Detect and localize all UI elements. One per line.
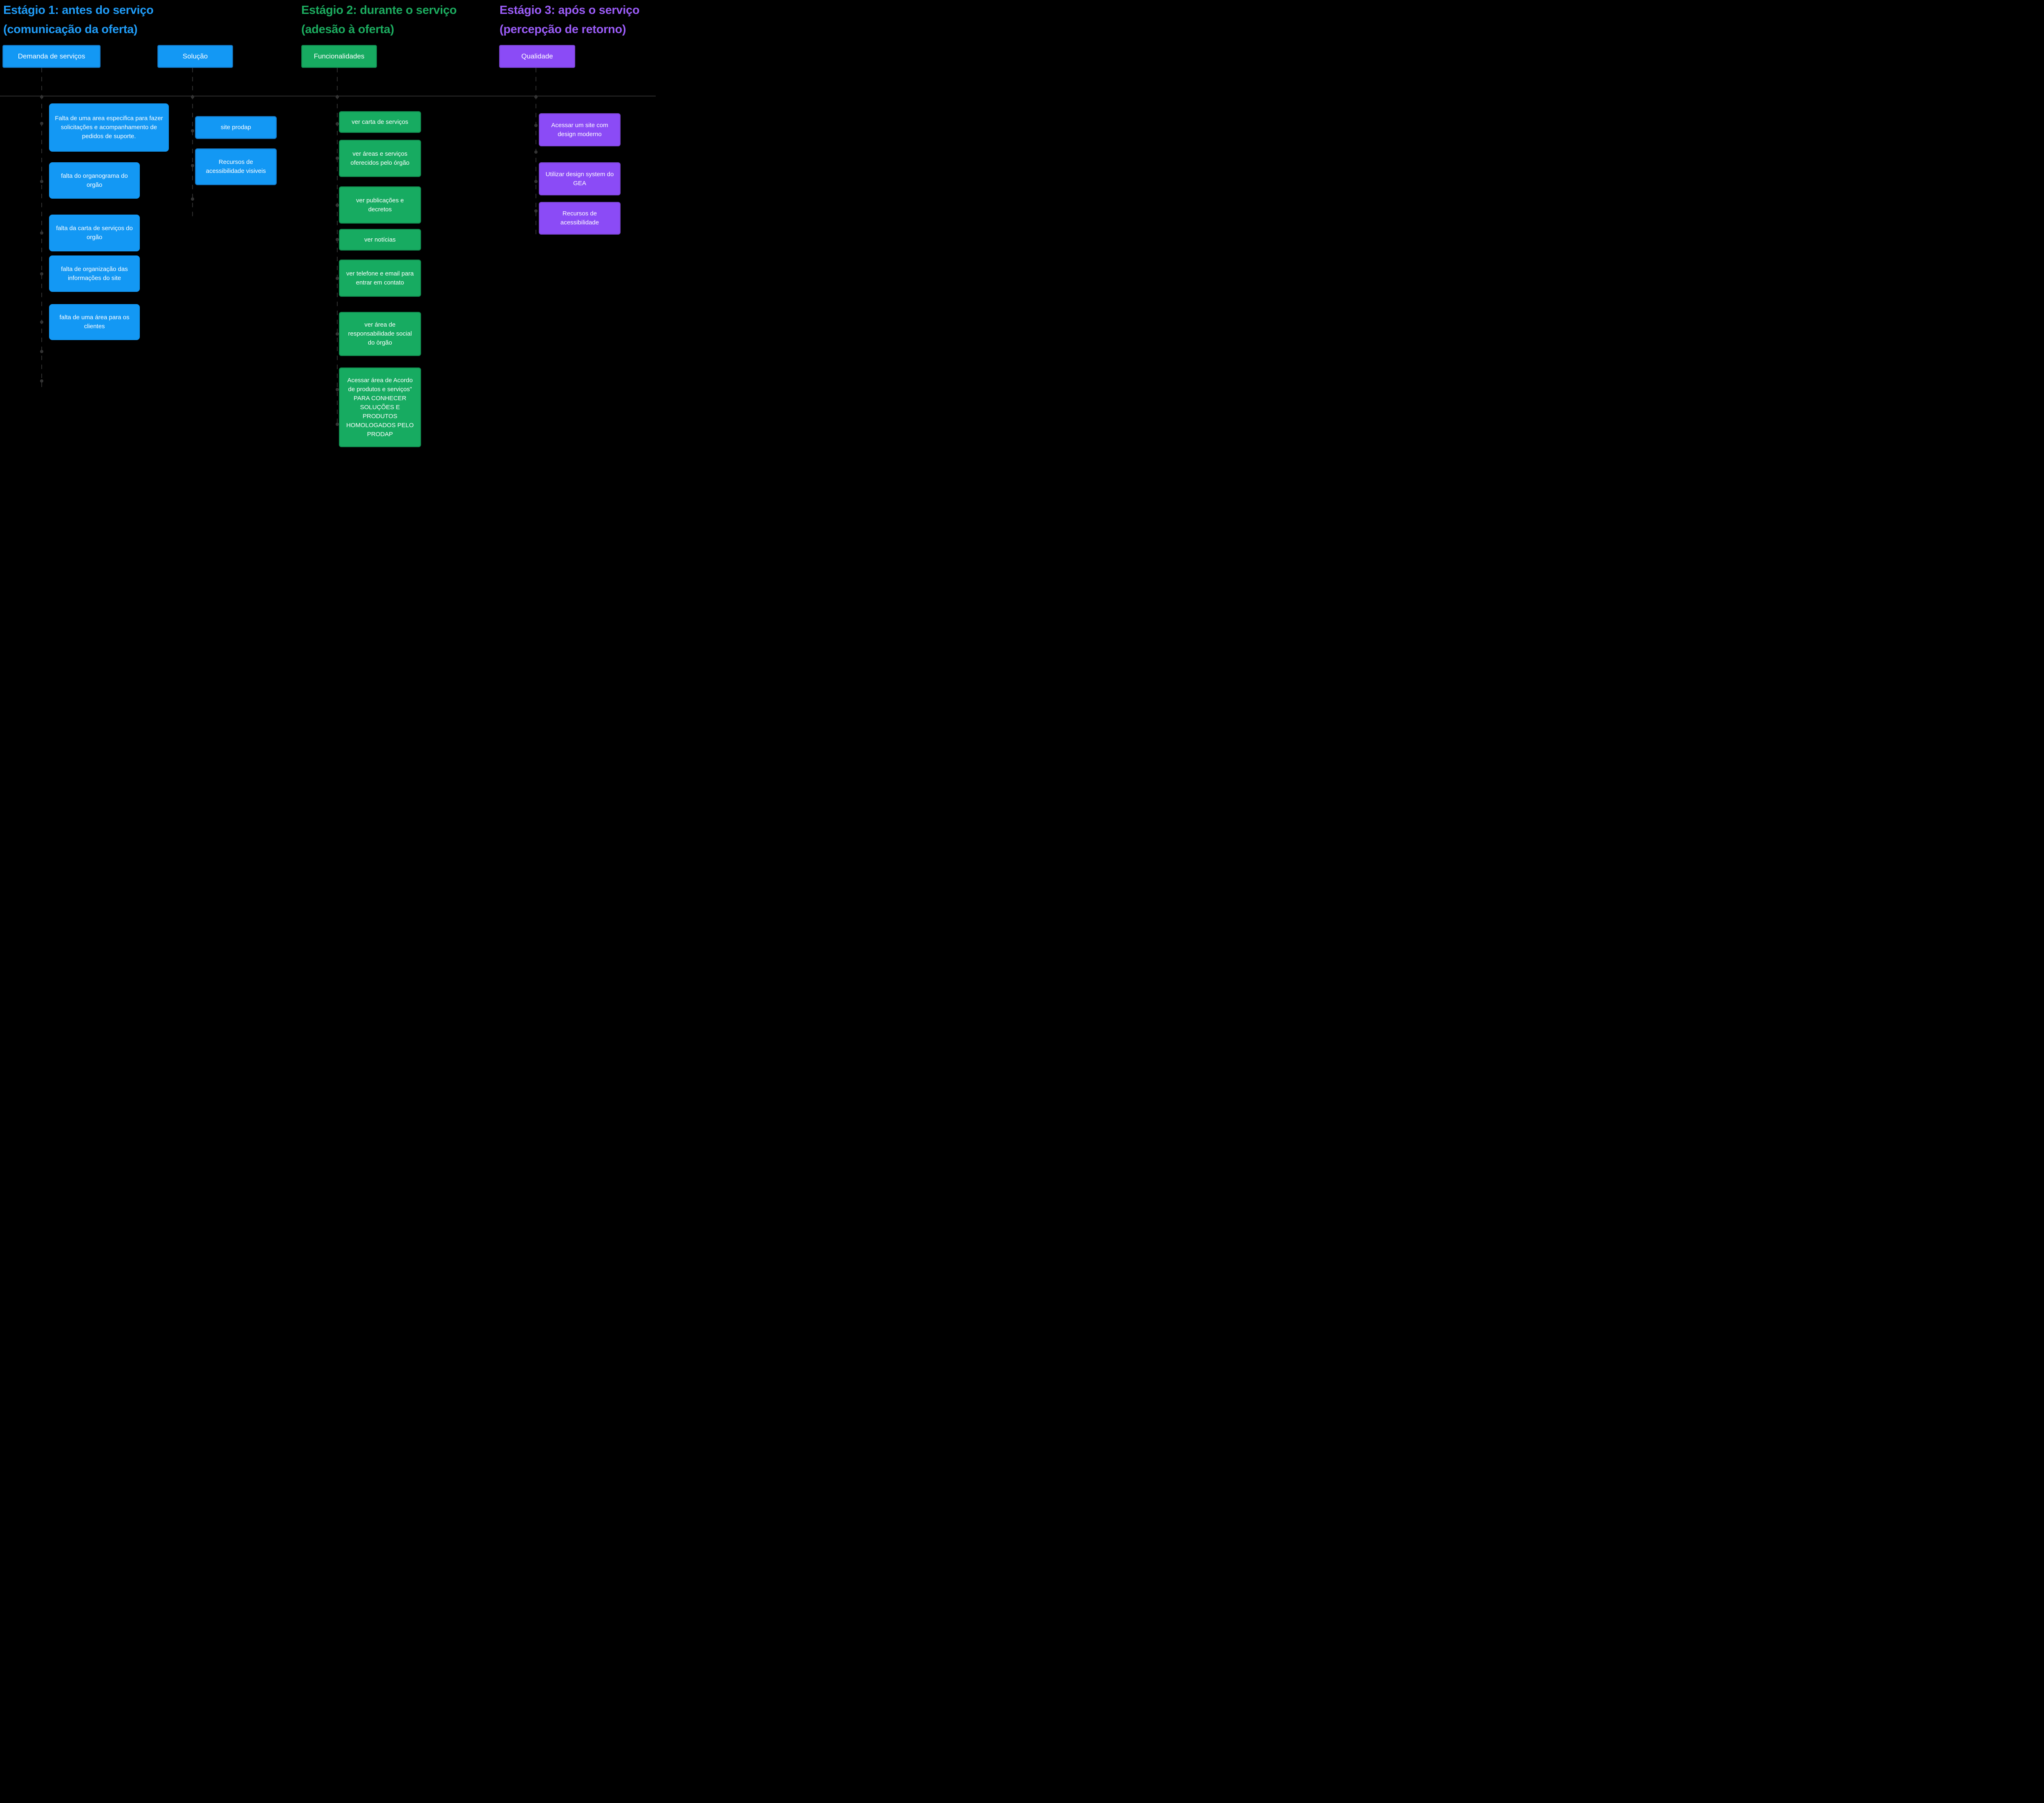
connector-line-solucao: [192, 68, 193, 217]
stage-3-title-line1: Estágio 3: após o serviço: [500, 4, 640, 17]
qualidade-card-3[interactable]: Recursos de acessibilidade: [539, 202, 621, 235]
connector-dot: [40, 350, 43, 353]
header-demanda-de-servicos[interactable]: Demanda de serviços: [2, 45, 101, 68]
connector-dot: [336, 204, 339, 207]
stage-2-title-line1: Estágio 2: durante o serviço: [301, 4, 457, 17]
connector-dot: [534, 209, 538, 213]
connector-dot: [191, 197, 194, 201]
connector-dot: [336, 388, 339, 391]
qualidade-card-2[interactable]: Utilizar design system do GEA: [539, 162, 621, 195]
connector-dot: [534, 95, 538, 99]
funcionalidades-card-4[interactable]: ver notícias: [339, 229, 421, 251]
header-qualidade[interactable]: Qualidade: [499, 45, 575, 68]
connector-line-demanda: [41, 68, 42, 389]
connector-dot: [40, 122, 43, 125]
header-solucao[interactable]: Solução: [157, 45, 233, 68]
connector-line-funcionalidades: [337, 68, 338, 427]
journey-map-board: Estágio 1: antes do serviço (comunicação…: [0, 0, 656, 451]
funcionalidades-card-2[interactable]: ver áreas e serviços oferecidos pelo órg…: [339, 140, 421, 177]
stage-1-title-line2: (comunicação da oferta): [3, 23, 138, 36]
connector-dot: [191, 129, 194, 132]
connector-dot: [336, 332, 339, 336]
stage-1-title[interactable]: Estágio 1: antes do serviço (comunicação…: [3, 1, 154, 39]
header-funcionalidades[interactable]: Funcionalidades: [301, 45, 377, 68]
connector-dot: [336, 238, 339, 241]
funcionalidades-card-7[interactable]: Acessar área de Acordo de produtos e ser…: [339, 367, 421, 447]
demanda-card-1[interactable]: Falta de uma area especifica para fazer …: [49, 103, 169, 152]
connector-dot: [336, 122, 339, 125]
connector-dot: [40, 379, 43, 383]
connector-dot: [40, 180, 43, 183]
connector-dot: [40, 231, 43, 235]
funcionalidades-card-6[interactable]: ver área de responsabilidade social do ò…: [339, 312, 421, 356]
stage-2-title[interactable]: Estágio 2: durante o serviço (adesão à o…: [301, 1, 457, 39]
connector-dot: [40, 320, 43, 324]
demanda-card-4[interactable]: falta de organização das informações do …: [49, 255, 140, 292]
connector-dot: [40, 95, 43, 99]
solucao-card-2[interactable]: Recursos de acessibilidade visiveis: [195, 148, 277, 185]
connector-dot: [534, 180, 538, 183]
connector-dot: [191, 95, 194, 99]
funcionalidades-card-1[interactable]: ver carta de serviços: [339, 111, 421, 133]
demanda-card-2[interactable]: falta do organograma do orgão: [49, 162, 140, 199]
connector-dot: [191, 164, 194, 167]
demanda-card-3[interactable]: falta da carta de serviços do orgão: [49, 215, 140, 251]
qualidade-card-1[interactable]: Acessar um site com design moderno: [539, 113, 621, 146]
connector-dot: [534, 124, 538, 127]
connector-dot: [336, 157, 339, 160]
connector-dot: [336, 277, 339, 280]
funcionalidades-card-5[interactable]: ver telefone e email para entrar em cont…: [339, 260, 421, 297]
stage-2-title-line2: (adesão à oferta): [301, 23, 394, 36]
demanda-card-5[interactable]: falta de uma área para os clientes: [49, 304, 140, 340]
connector-dot: [534, 150, 538, 154]
stage-3-title[interactable]: Estágio 3: após o serviço (percepção de …: [500, 1, 640, 39]
stage-3-title-line2: (percepção de retorno): [500, 23, 626, 36]
connector-dot: [336, 423, 339, 426]
stage-1-title-line1: Estágio 1: antes do serviço: [3, 4, 154, 17]
connector-dot: [40, 272, 43, 275]
solucao-card-1[interactable]: site prodap: [195, 116, 277, 139]
connector-dot: [336, 95, 339, 99]
funcionalidades-card-3[interactable]: ver publicações e decretos: [339, 186, 421, 224]
